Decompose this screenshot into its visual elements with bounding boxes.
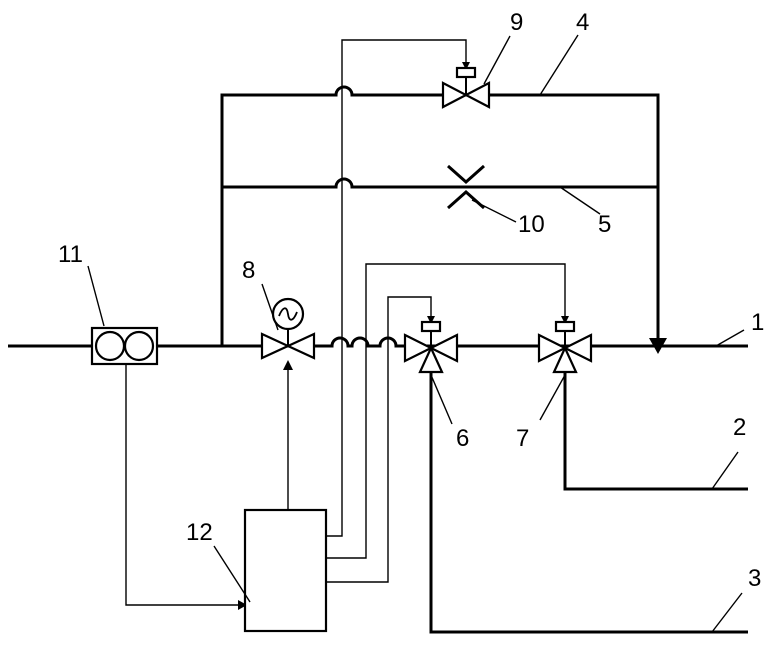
label-7: 7 xyxy=(516,425,529,452)
solenoid-actuator-icon xyxy=(457,68,475,77)
three-way-valve-6 xyxy=(405,322,457,372)
label-1: 1 xyxy=(751,309,764,336)
signal-line-valve-7 xyxy=(326,264,565,558)
leader-11 xyxy=(88,266,104,326)
label-10: 10 xyxy=(518,211,545,238)
leader-7 xyxy=(540,375,565,420)
three-way-valve-7 xyxy=(539,322,591,372)
leader-2 xyxy=(712,452,738,489)
leader-3 xyxy=(712,593,742,632)
label-11: 11 xyxy=(58,241,83,268)
branch-line-2 xyxy=(565,370,748,489)
label-6: 6 xyxy=(456,425,469,452)
leader-9 xyxy=(484,36,510,84)
flow-meter-11 xyxy=(92,328,157,364)
label-8: 8 xyxy=(242,257,255,284)
branch-line-3 xyxy=(431,370,748,632)
solenoid-actuator-icon xyxy=(556,322,574,331)
bypass-line-5 xyxy=(222,179,658,187)
solenoid-actuator-icon xyxy=(422,322,440,331)
solenoid-valve-9 xyxy=(443,68,489,107)
label-9: 9 xyxy=(510,9,523,36)
controller-12 xyxy=(245,510,326,631)
label-4: 4 xyxy=(576,9,589,36)
label-2: 2 xyxy=(733,414,746,441)
signal-line-valve-9 xyxy=(326,40,466,536)
label-3: 3 xyxy=(748,565,761,592)
leader-5 xyxy=(560,187,600,214)
leader-1 xyxy=(716,330,744,346)
signal-arrow-8 xyxy=(283,360,293,370)
label-12: 12 xyxy=(186,519,213,546)
leader-10 xyxy=(472,200,516,222)
signal-line-meter-11 xyxy=(126,362,240,605)
leader-4 xyxy=(540,35,578,95)
leader-6 xyxy=(431,375,452,424)
label-5: 5 xyxy=(598,211,611,238)
